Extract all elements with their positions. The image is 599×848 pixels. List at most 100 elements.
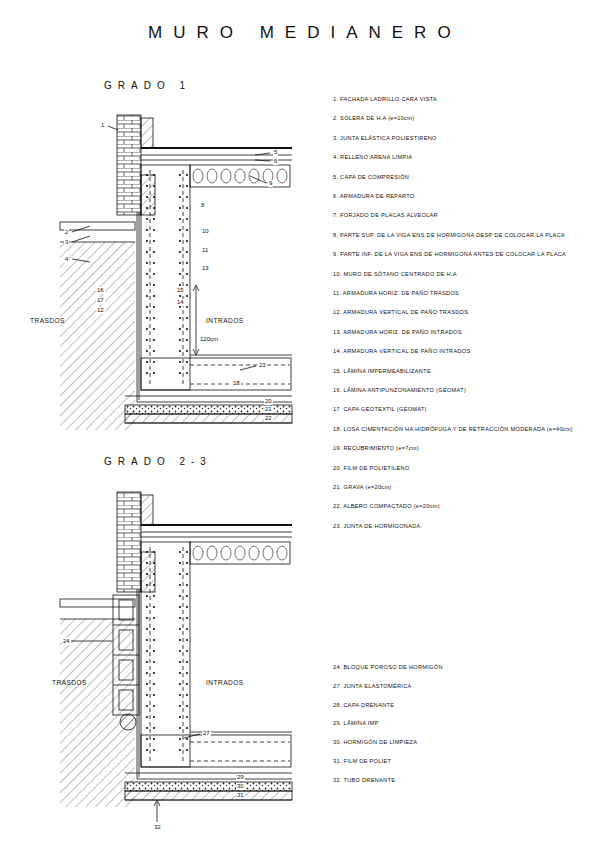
callout-number: 21 <box>264 406 273 413</box>
callout-number: 32 <box>153 824 162 831</box>
rebar-dot <box>146 617 148 619</box>
rebar-dot <box>179 606 181 608</box>
legend-item: 27. JUNTA ELASTOMÉRICA <box>333 683 595 689</box>
rebar-dot <box>186 738 188 740</box>
rebar-dot <box>179 328 181 330</box>
rebar-dot <box>179 672 181 674</box>
rebar-dot <box>153 240 155 242</box>
rebar-dot <box>153 683 155 685</box>
rebar-dot <box>146 185 148 187</box>
rebar-dot <box>146 584 148 586</box>
rebar-dot <box>179 306 181 308</box>
page-title: MURO MEDIANERO <box>148 24 462 43</box>
rebar-dot <box>153 606 155 608</box>
rebar-dot <box>186 372 188 374</box>
rebar-dot <box>153 628 155 630</box>
rebar-dot <box>186 218 188 220</box>
callout-number: 13 <box>201 265 210 272</box>
rebar-dot <box>179 251 181 253</box>
rebar-dot <box>179 562 181 564</box>
callout-number: 11 <box>201 247 209 254</box>
callout-number: 31 <box>236 792 245 799</box>
rebar-dot <box>146 727 148 729</box>
legend-item: 1. FACHADA LADRILLO CARA VISTA <box>333 96 595 102</box>
rebar-dot <box>153 573 155 575</box>
rebar-dot <box>153 562 155 564</box>
rebar-dot <box>186 273 188 275</box>
legend-item: 2. SOLERA DE H.A (e=10cm) <box>333 115 595 121</box>
legend-item: 29. LÁMINA IMP <box>333 720 595 726</box>
rebar-dot <box>146 251 148 253</box>
rebar-dot <box>186 551 188 553</box>
rebar-dot <box>186 683 188 685</box>
rebar-dot <box>186 350 188 352</box>
callout-number: 27 <box>202 730 211 737</box>
rebar-dot <box>179 584 181 586</box>
rebar-dot <box>179 185 181 187</box>
rebar-dot <box>186 562 188 564</box>
rebar-dot <box>179 628 181 630</box>
legend-item: 9. PARTE INF. DE LA VIGA ENS DE HORMIGON… <box>333 251 595 257</box>
slab-void <box>207 169 217 183</box>
slab-void <box>207 546 217 560</box>
rebar-dot <box>146 562 148 564</box>
rebar-dot <box>153 361 155 363</box>
rebar-dot <box>179 350 181 352</box>
rebar-dot <box>146 551 148 553</box>
rebar-dot <box>179 573 181 575</box>
rebar-dot <box>179 240 181 242</box>
slab-void <box>221 169 231 183</box>
legend-item: 16. LÁMINA ANTIPUNZONAMIENTO (GEOMAT) <box>333 387 595 393</box>
slab-void <box>221 546 231 560</box>
rebar-dot <box>146 295 148 297</box>
callout-number: 12 <box>96 307 105 314</box>
rebar-dot <box>179 372 181 374</box>
legend-item: 15. LÁMINA IMPERMEABILIZANTE <box>333 368 595 374</box>
rebar-dot <box>179 229 181 231</box>
callout-number: 14 <box>176 299 185 306</box>
rebar-dot <box>153 584 155 586</box>
rebar-dot <box>153 749 155 751</box>
legend-item: 11. ARMADURA HORIZ. DE PAÑO TRASDOS <box>333 290 595 296</box>
rebar-dot <box>186 339 188 341</box>
legend-item: 20. FILM DE POLIETILENO <box>333 465 595 471</box>
slab-void <box>263 546 273 560</box>
slab-void <box>277 546 287 560</box>
callout-number: 6 <box>273 158 278 165</box>
callout-number: 18 <box>232 380 241 387</box>
rebar-dot <box>153 727 155 729</box>
callout-number: 16 <box>96 287 105 294</box>
rebar-dot <box>186 174 188 176</box>
rebar-dot <box>146 361 148 363</box>
rebar-dot <box>146 716 148 718</box>
rebar-dot <box>146 372 148 374</box>
rebar-dot <box>186 749 188 751</box>
rebar-dot <box>146 273 148 275</box>
rebar-dot <box>146 207 148 209</box>
rebar-dot <box>153 661 155 663</box>
callout-number: 4 <box>64 256 69 263</box>
rebar-dot <box>146 218 148 220</box>
rebar-dot <box>153 295 155 297</box>
rebar-dot <box>146 262 148 264</box>
rebar-dot <box>186 207 188 209</box>
rebar-dot <box>153 705 155 707</box>
rebar-dot <box>186 705 188 707</box>
legend-item: 30. HORMIGÓN DE LIMPIEZA <box>333 739 595 745</box>
rebar-dot <box>179 716 181 718</box>
callout-number: 2 <box>64 229 69 236</box>
rebar-dot <box>186 240 188 242</box>
rebar-dot <box>146 738 148 740</box>
rebar-dot <box>179 196 181 198</box>
rebar-dot <box>146 240 148 242</box>
rebar-dot <box>146 705 148 707</box>
rebar-dot <box>186 716 188 718</box>
rebar-dot <box>153 716 155 718</box>
rebar-dot <box>186 196 188 198</box>
rebar-dot <box>153 284 155 286</box>
rebar-dot <box>179 617 181 619</box>
rebar-dot <box>179 683 181 685</box>
section-title: GRADO 2-3 <box>104 456 212 467</box>
